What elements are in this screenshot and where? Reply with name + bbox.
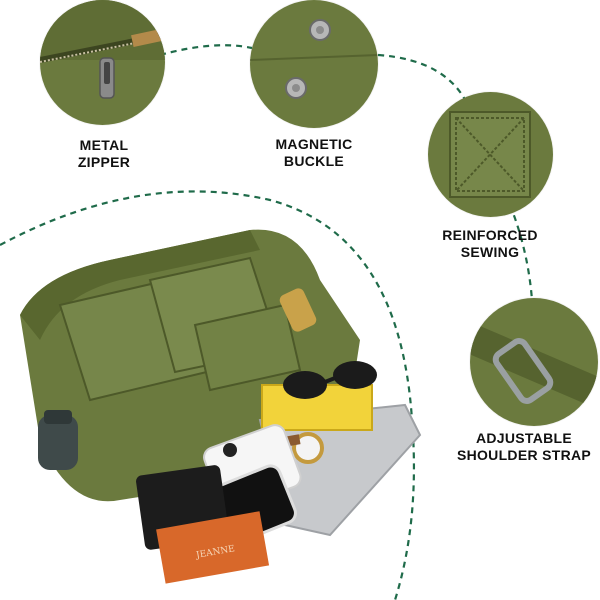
- messenger-bag-image: JEANNE: [20, 229, 422, 584]
- feature-label-sewing: REINFORCED SEWING: [442, 227, 538, 260]
- feature-label-buckle: MAGNETIC BUCKLE: [275, 136, 353, 169]
- metal-zipper-icon: [40, 0, 165, 125]
- feature-label-zipper: METAL ZIPPER: [77, 137, 131, 170]
- reinforced-sewing-icon: [428, 92, 553, 217]
- magnetic-buckle-icon: [250, 0, 378, 128]
- feature-label-strap: ADJUSTABLE SHOULDER STRAP: [456, 430, 592, 463]
- adjustable-strap-icon: [470, 298, 598, 426]
